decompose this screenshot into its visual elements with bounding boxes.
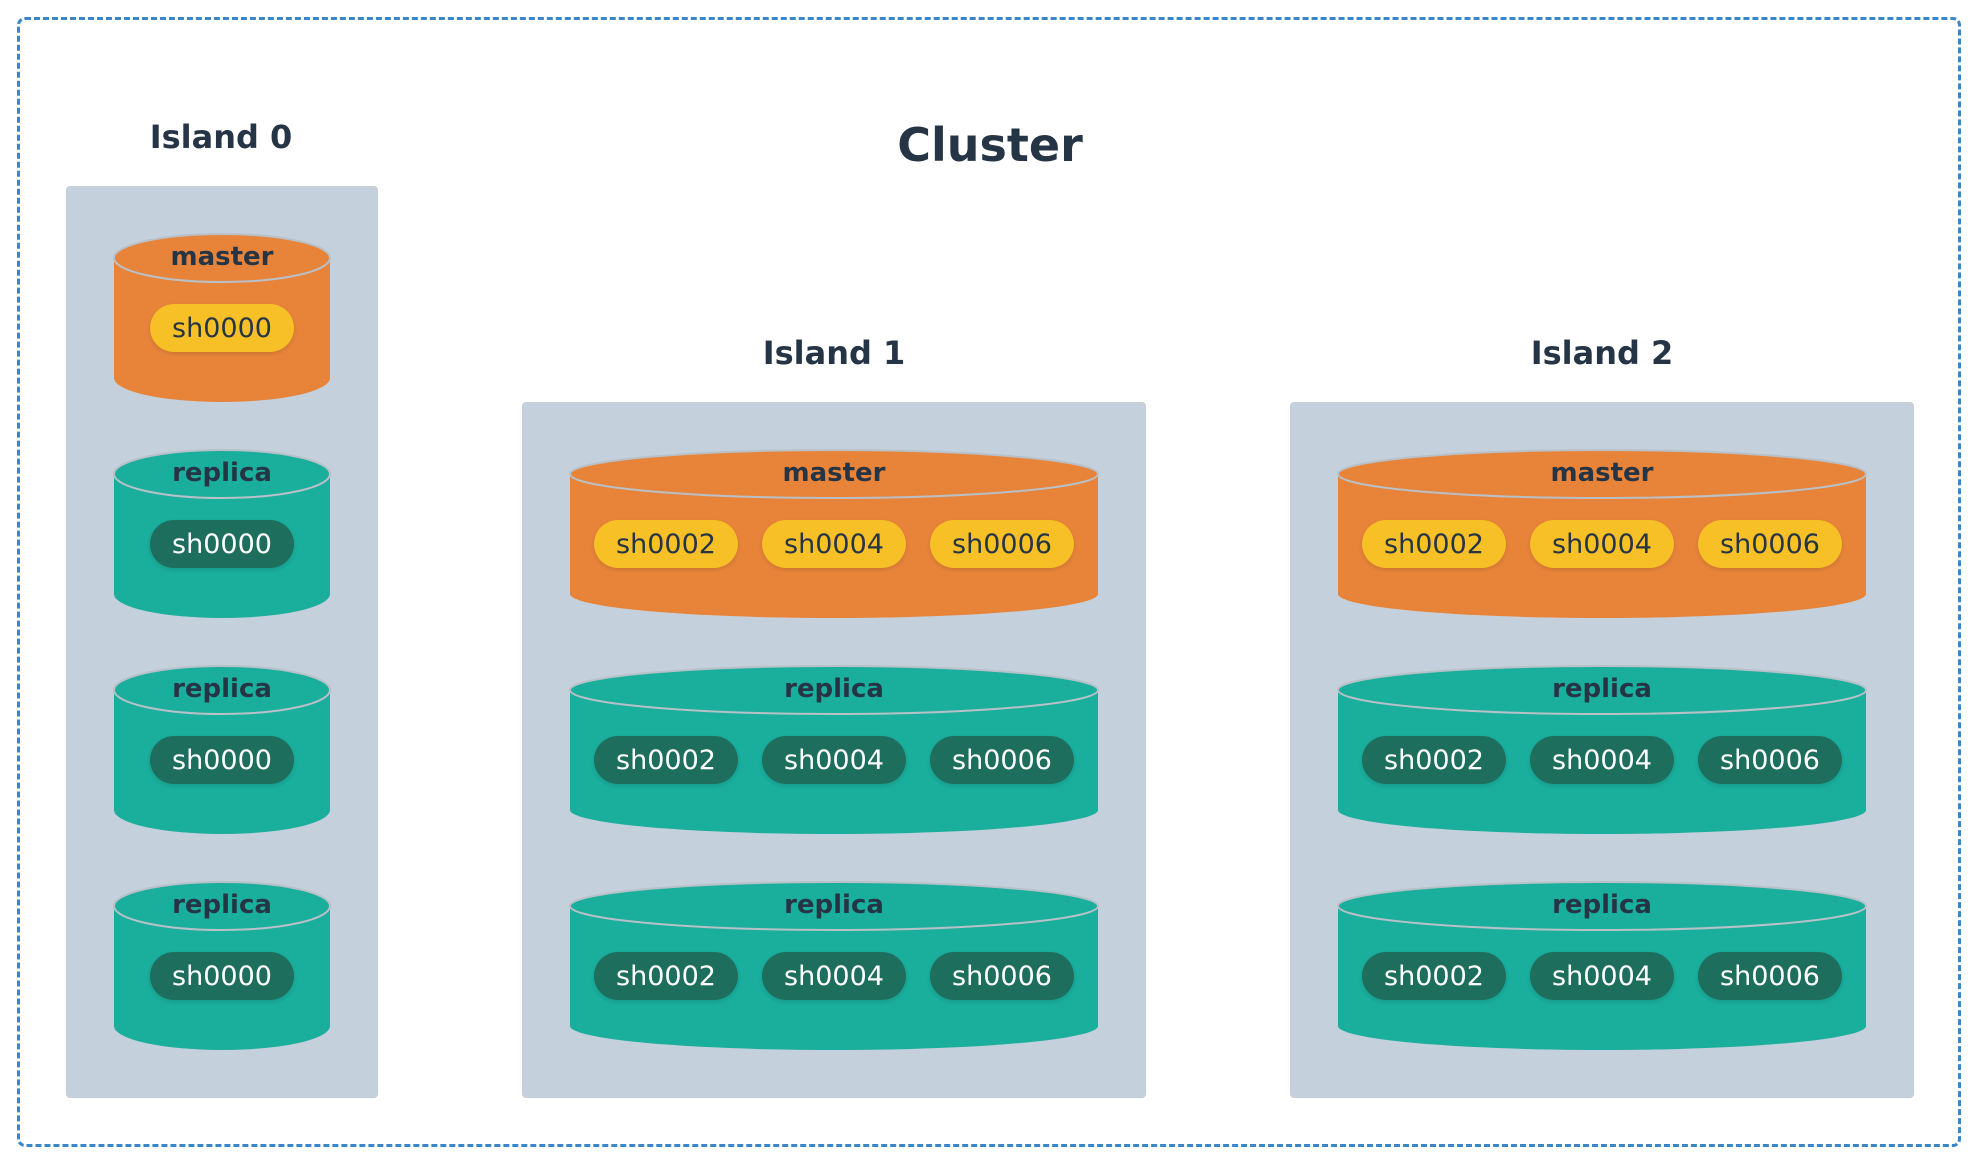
node-role-label: replica: [784, 890, 884, 920]
node-role-label: master: [1550, 458, 1654, 488]
island-0-title: Island 0: [149, 118, 293, 156]
shard-pill: sh0002: [594, 736, 738, 784]
shard-list: sh0002 sh0004 sh0006: [1338, 952, 1866, 1000]
replica-node-2-2: replica sh0002 sh0004 sh0006: [1337, 881, 1867, 1050]
shard-pill: sh0006: [930, 736, 1074, 784]
node-role-label: replica: [1552, 890, 1652, 920]
shard-pill: sh0004: [762, 952, 906, 1000]
shard-pill: sh0006: [1698, 520, 1842, 568]
shard-pill: sh0002: [1362, 736, 1506, 784]
node-role-label: replica: [172, 458, 272, 488]
cylinder-top: [569, 881, 1099, 931]
replica-node-1-1: replica sh0002 sh0004 sh0006: [569, 665, 1099, 834]
cylinder-top: [1337, 881, 1867, 931]
node-role-label: replica: [1552, 674, 1652, 704]
shard-list: sh0002 sh0004 sh0006: [1338, 520, 1866, 568]
shard-pill: sh0004: [1530, 952, 1674, 1000]
cylinder-top: [113, 881, 331, 931]
cluster-boundary: [17, 17, 1961, 1147]
node-role-label: replica: [172, 890, 272, 920]
replica-node-0-3: replica sh0000: [113, 881, 331, 1050]
shard-list: sh0002 sh0004 sh0006: [570, 520, 1098, 568]
shard-pill: sh0006: [930, 520, 1074, 568]
shard-list: sh0002 sh0004 sh0006: [570, 952, 1098, 1000]
shard-list: sh0000: [114, 736, 330, 784]
replica-node-0-2: replica sh0000: [113, 665, 331, 834]
shard-list: sh0000: [114, 952, 330, 1000]
cylinder-top: [1337, 449, 1867, 499]
master-node-1-0: master sh0002 sh0004 sh0006: [569, 449, 1099, 618]
shard-pill: sh0006: [1698, 736, 1842, 784]
cylinder-top: [113, 665, 331, 715]
shard-pill: sh0004: [1530, 736, 1674, 784]
shard-pill: sh0000: [150, 952, 294, 1000]
shard-pill: sh0000: [150, 736, 294, 784]
shard-pill: sh0006: [1698, 952, 1842, 1000]
shard-list: sh0000: [114, 520, 330, 568]
node-role-label: master: [782, 458, 886, 488]
shard-pill: sh0002: [594, 952, 738, 1000]
node-role-label: replica: [172, 674, 272, 704]
cluster-title: Cluster: [897, 118, 1083, 172]
cylinder-top: [113, 233, 331, 283]
shard-pill: sh0000: [150, 304, 294, 352]
shard-list: sh0000: [114, 304, 330, 352]
island-2-title: Island 2: [1530, 334, 1674, 372]
replica-node-2-1: replica sh0002 sh0004 sh0006: [1337, 665, 1867, 834]
replica-node-1-2: replica sh0002 sh0004 sh0006: [569, 881, 1099, 1050]
shard-pill: sh0002: [1362, 952, 1506, 1000]
node-role-label: master: [170, 242, 274, 272]
shard-list: sh0002 sh0004 sh0006: [570, 736, 1098, 784]
replica-node-0-1: replica sh0000: [113, 449, 331, 618]
cylinder-top: [569, 665, 1099, 715]
node-role-label: replica: [784, 674, 884, 704]
shard-pill: sh0006: [930, 952, 1074, 1000]
shard-list: sh0002 sh0004 sh0006: [1338, 736, 1866, 784]
master-node-2-0: master sh0002 sh0004 sh0006: [1337, 449, 1867, 618]
master-node-0-0: master sh0000: [113, 233, 331, 402]
shard-pill: sh0000: [150, 520, 294, 568]
shard-pill: sh0002: [1362, 520, 1506, 568]
cylinder-top: [113, 449, 331, 499]
island-1-title: Island 1: [762, 334, 906, 372]
shard-pill: sh0004: [1530, 520, 1674, 568]
shard-pill: sh0004: [762, 520, 906, 568]
cylinder-top: [1337, 665, 1867, 715]
shard-pill: sh0004: [762, 736, 906, 784]
cylinder-top: [569, 449, 1099, 499]
shard-pill: sh0002: [594, 520, 738, 568]
database-cylinder-icon: [113, 881, 331, 1050]
